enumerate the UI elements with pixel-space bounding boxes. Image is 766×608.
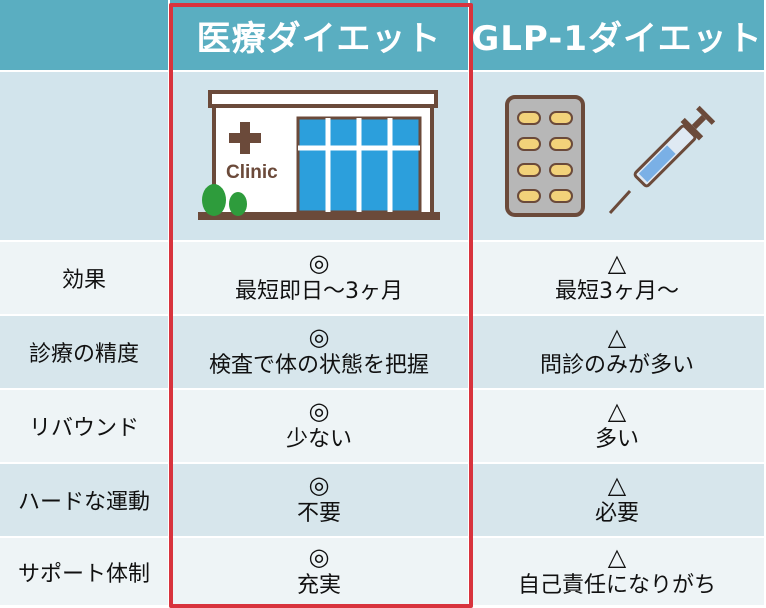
value-text: 最短即日〜3ヶ月 <box>235 279 403 304</box>
value-text: 最短3ヶ月〜 <box>555 279 679 304</box>
mark: ◎ <box>308 323 330 351</box>
row-label-rebound: リバウンド <box>0 390 170 464</box>
mark: △ <box>607 471 627 499</box>
header-blank <box>0 0 170 72</box>
pill-blister-icon <box>505 95 585 217</box>
mark: △ <box>607 397 627 425</box>
row-value-medical-accuracy: ◎ 検査で体の状態を把握 <box>170 316 470 390</box>
value-text: 少ない <box>285 427 352 452</box>
value-text: 多い <box>594 427 639 452</box>
row-value-glp1-exercise: △ 必要 <box>470 464 766 538</box>
mark: ◎ <box>308 249 330 277</box>
mark: △ <box>607 323 627 351</box>
row-value-medical-exercise: ◎ 不要 <box>170 464 470 538</box>
value-text: 自己責任になりがち <box>517 572 716 598</box>
row-label-effect: 効果 <box>0 242 170 316</box>
image-row-blank <box>0 72 170 242</box>
value-text: 必要 <box>594 501 639 526</box>
row-value-glp1-support: △ 自己責任になりがち <box>470 538 766 607</box>
mark: ◎ <box>308 471 330 499</box>
header-medical-diet: 医療ダイエット <box>170 0 470 72</box>
value-text: 問診のみが多い <box>539 353 694 378</box>
mark: ◎ <box>308 542 330 571</box>
row-label-accuracy: 診療の精度 <box>0 316 170 390</box>
mark: ◎ <box>308 397 330 425</box>
row-label-exercise: ハードな運動 <box>0 464 170 538</box>
row-value-medical-effect: ◎ 最短即日〜3ヶ月 <box>170 242 470 316</box>
image-cell-clinic: Clinic <box>170 72 470 242</box>
clinic-sign-text: Clinic <box>226 162 278 183</box>
mark: △ <box>607 542 627 571</box>
row-value-glp1-effect: △ 最短3ヶ月〜 <box>470 242 766 316</box>
clinic-building-icon: Clinic <box>198 90 440 220</box>
value-text: 充実 <box>296 572 341 598</box>
row-value-medical-support: ◎ 充実 <box>170 538 470 607</box>
row-value-medical-rebound: ◎ 少ない <box>170 390 470 464</box>
header-glp1-diet: GLP-1ダイエット <box>470 0 766 72</box>
syringe-icon <box>608 105 716 215</box>
mark: △ <box>607 249 627 277</box>
row-value-glp1-accuracy: △ 問診のみが多い <box>470 316 766 390</box>
row-value-glp1-rebound: △ 多い <box>470 390 766 464</box>
value-text: 検査で体の状態を把握 <box>208 353 429 378</box>
row-label-support: サポート体制 <box>0 538 170 607</box>
value-text: 不要 <box>296 501 341 526</box>
image-cell-glp1 <box>470 72 766 242</box>
